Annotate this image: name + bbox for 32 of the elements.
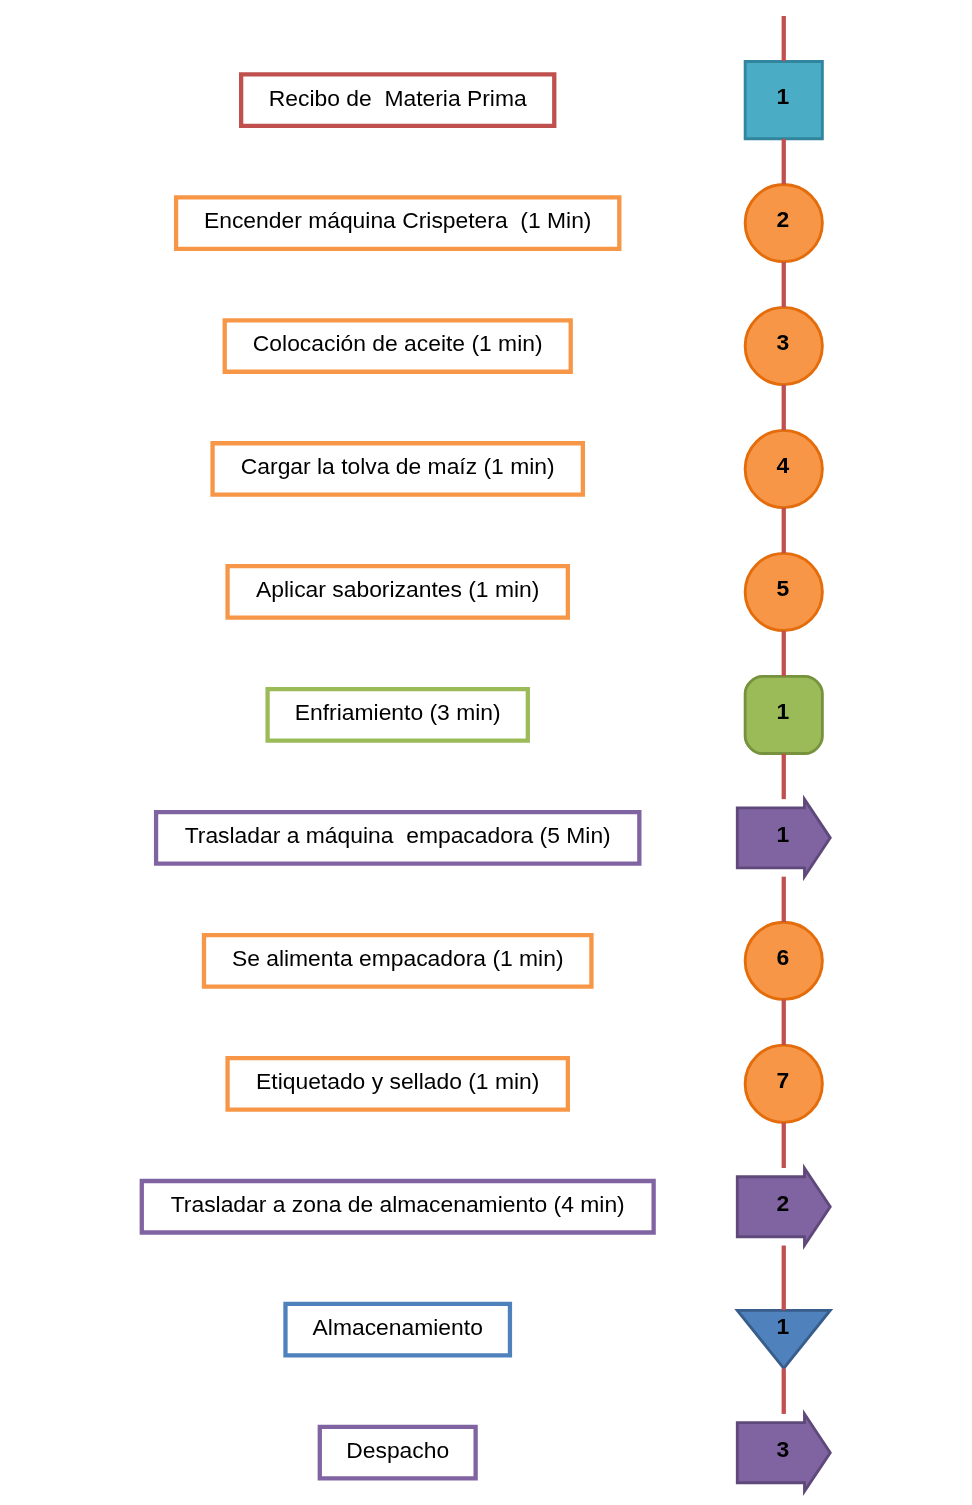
node-box: Trasladar a zona de almacenamiento (4 min) xyxy=(139,1178,656,1235)
node-box: Etiquetado y sellado (1 min) xyxy=(225,1055,570,1112)
node-box: Almacenamiento xyxy=(283,1301,513,1358)
node-box: 1 xyxy=(743,674,824,755)
node-box: Enfriamiento (3 min) xyxy=(265,686,530,743)
connector xyxy=(781,1245,786,1310)
node-circle: 6 xyxy=(743,920,824,1001)
connector xyxy=(781,630,786,676)
node-box: Trasladar a máquina empacadora (5 Min) xyxy=(153,809,642,866)
connector xyxy=(781,384,786,430)
node-circle: 2 xyxy=(743,182,824,263)
node-box: Colocación de aceite (1 min) xyxy=(222,317,573,374)
node-circle: 3 xyxy=(743,305,824,386)
connector xyxy=(781,999,786,1045)
node-box: Aplicar saborizantes (1 min) xyxy=(225,563,570,620)
node-circle: 7 xyxy=(743,1043,824,1124)
node-box: Cargar la tolva de maíz (1 min) xyxy=(210,440,585,497)
node-circle: 5 xyxy=(743,551,824,632)
node-box: Se alimenta empacadora (1 min) xyxy=(201,932,594,989)
connector xyxy=(781,753,786,799)
node-box: Encender máquina Crispetera (1 Min) xyxy=(173,194,622,251)
connector xyxy=(781,138,786,184)
node-circle: 4 xyxy=(743,428,824,509)
connector xyxy=(781,15,786,61)
connector xyxy=(781,507,786,553)
connector xyxy=(781,1122,786,1168)
node-box: Recibo de Materia Prima xyxy=(239,71,557,128)
connector xyxy=(781,876,786,922)
node-box: 1 xyxy=(743,59,824,140)
connector xyxy=(781,1368,786,1414)
node-box: Despacho xyxy=(317,1424,478,1481)
connector xyxy=(781,261,786,307)
